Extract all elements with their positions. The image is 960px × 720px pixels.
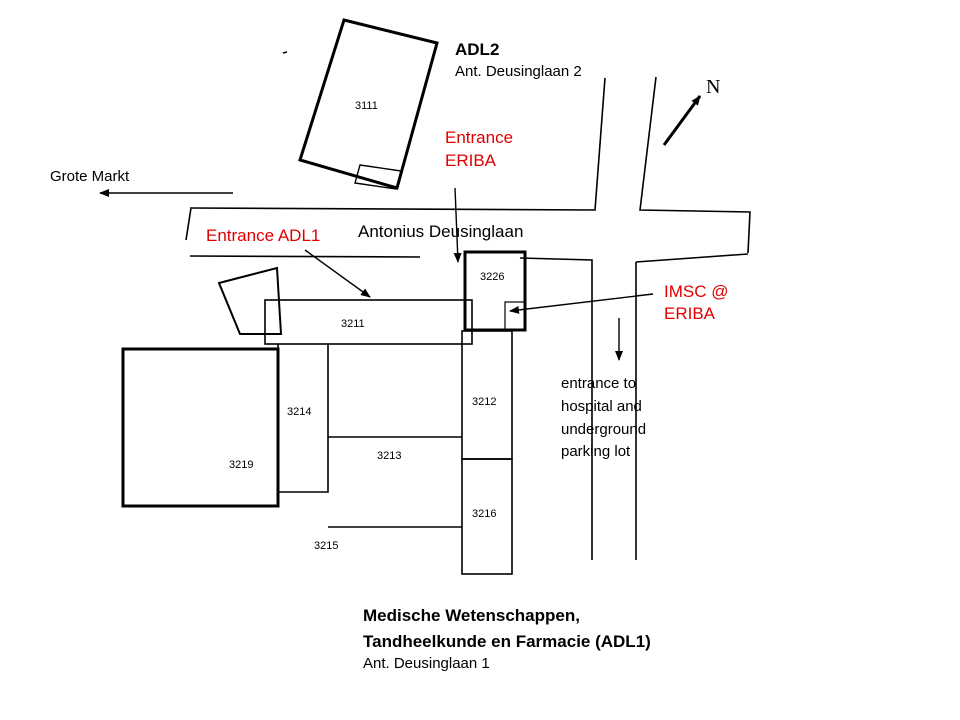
road-edge-north-east: [639, 76, 751, 254]
building-3214-label: 3214: [287, 406, 312, 418]
hospital-entrance-label-1: entrance to: [561, 375, 637, 392]
building-3213-label: 3213: [377, 450, 402, 462]
building-3216-outline: [461, 458, 513, 575]
entrance-adl1-arrow: [304, 249, 371, 298]
entrance-eriba-label-2: ERIBA: [445, 151, 497, 170]
adl2-title: ADL2: [455, 40, 500, 59]
building-3226-outline: [463, 250, 527, 332]
adl1-title-line-2: Tandheelkunde en Farmacie (ADL1): [363, 632, 651, 651]
hospital-entrance-label-3: underground: [561, 421, 647, 438]
grote-markt-label: Grote Markt: [50, 168, 130, 185]
building-3219-outline: [121, 347, 280, 508]
building-3212-label: 3212: [472, 396, 497, 408]
adl2-address: Ant. Deusinglaan 2: [455, 63, 582, 80]
building-3216-label: 3216: [472, 508, 497, 520]
building-3219-label: 3219: [229, 459, 254, 471]
north-arrow-icon: [662, 95, 702, 146]
building-3111-annex: [354, 164, 402, 190]
tick-mark: [282, 51, 288, 54]
road-edge-north: [185, 77, 606, 241]
building-3211-outline: [264, 299, 473, 345]
hospital-entrance-label-4: parking lot: [561, 443, 631, 460]
street-name-label: Antonius Deusinglaan: [358, 222, 524, 241]
imsc-label-1: IMSC @: [664, 282, 729, 301]
adl1-address: Ant. Deusinglaan 1: [363, 655, 490, 672]
road-edge-south-east: [635, 253, 749, 560]
north-label: N: [706, 76, 721, 98]
imsc-arrow: [509, 293, 654, 314]
building-3111-label: 3111: [355, 100, 378, 112]
building-3214-outline: [277, 344, 329, 493]
pointer-arrows: [99, 95, 702, 361]
building-outlines: [121, 18, 527, 575]
hospital-entrance-label-2: hospital and: [561, 398, 642, 415]
entrance-eriba-arrow: [453, 187, 462, 263]
building-3226-inner: [504, 301, 526, 331]
road-edge-south-west: [189, 255, 421, 258]
road-edge-south-middle: [519, 257, 593, 560]
imsc-label-2: ERIBA: [664, 304, 716, 323]
road-outlines: [185, 51, 751, 560]
entrance-adl1-label: Entrance ADL1: [206, 226, 321, 245]
entrance-eriba-label-1: Entrance: [445, 128, 514, 147]
adl1-title-line-1: Medische Wetenschappen,: [363, 606, 580, 625]
building-3211-label: 3211: [341, 318, 365, 330]
building-3215-label: 3215: [314, 540, 339, 552]
building-3226-label: 3226: [480, 271, 505, 283]
building-3212-outline: [461, 330, 513, 460]
building-angled-small: [217, 266, 283, 335]
